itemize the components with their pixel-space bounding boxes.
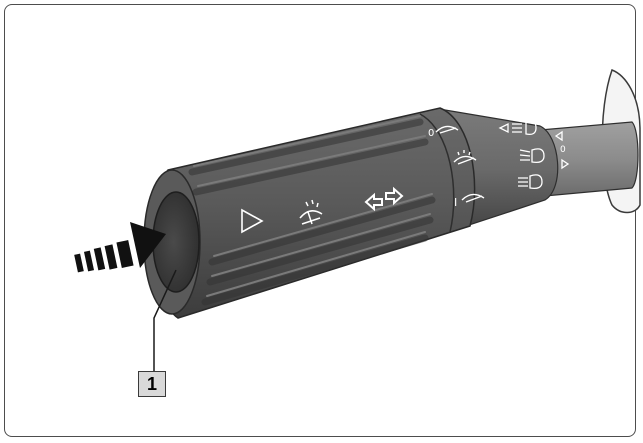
parking-light-icon bbox=[498, 122, 509, 134]
wiper-interval-icon bbox=[453, 150, 477, 165]
svg-text:0: 0 bbox=[560, 145, 566, 155]
low-beam-icon bbox=[512, 120, 537, 136]
light-position-icon bbox=[518, 174, 543, 190]
wiper-off-icon: 0 bbox=[428, 125, 459, 139]
callout-leader bbox=[153, 269, 177, 371]
wiper-continuous-icon: I bbox=[454, 193, 485, 209]
grip-symbols: 0 I bbox=[241, 125, 485, 234]
collar-symbols: 0 bbox=[498, 120, 570, 190]
triangle-play-icon bbox=[241, 208, 264, 234]
wiper-washer-icon bbox=[299, 199, 323, 225]
push-button bbox=[152, 191, 200, 293]
grip-grooves bbox=[188, 118, 436, 306]
grip-highlights bbox=[193, 115, 433, 297]
stalk-shaft bbox=[539, 121, 639, 197]
wiper-position-I: I bbox=[454, 196, 457, 209]
push-direction-arrow bbox=[74, 222, 166, 273]
wiper-ring-edge bbox=[419, 113, 455, 233]
callout-label: 1 bbox=[146, 373, 157, 394]
wiper-position-0: 0 bbox=[428, 128, 434, 139]
callout-1: 1 bbox=[138, 371, 166, 397]
turn-signal-arrows-icon bbox=[364, 186, 404, 212]
high-beam-icon bbox=[519, 148, 545, 164]
